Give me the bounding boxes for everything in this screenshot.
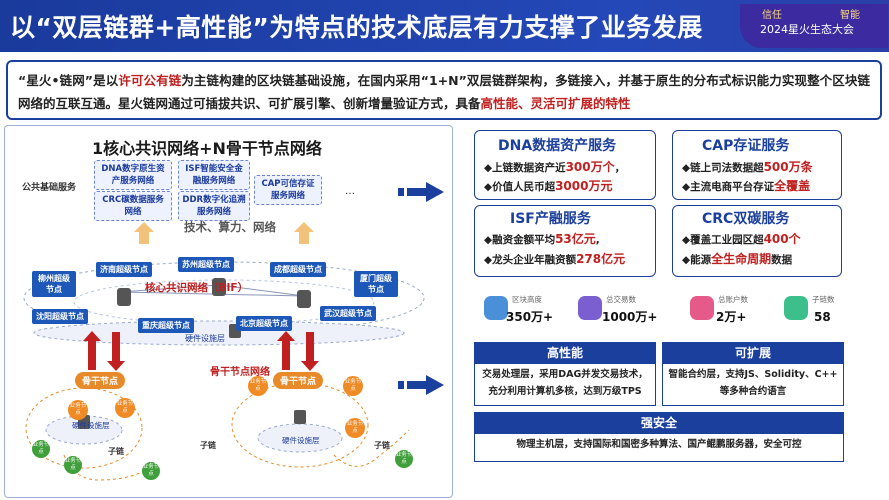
card-isf-title: ISF产融服务 xyxy=(510,211,591,227)
intro-box: “星火•链网”是以许可公有链为主链构建的区块链基础设施，在国内采用“1+N”双层… xyxy=(6,60,882,120)
card-isf xyxy=(474,205,656,277)
feature-security-line1: 物理主机层，支持国际和国密多种算法、国产鲲鹏服务器，安全可控 xyxy=(516,439,802,450)
card-dna-line2: ◆价值人民币超3000万元 xyxy=(484,179,613,193)
backbone-node-right: 骨干节点 xyxy=(273,372,324,389)
stat-value-subchain: 58 xyxy=(814,310,831,324)
backbone-network-label: 骨干节点网络 xyxy=(210,367,270,378)
subchain-icon xyxy=(784,296,808,320)
supernode-suzhou: 苏州超级节点 xyxy=(178,257,234,272)
subchain-business-node: 业务节点 xyxy=(64,456,82,474)
supernode-shenyang: 沈阳超级节点 xyxy=(32,309,88,324)
business-node: 业务节点 xyxy=(345,418,365,438)
card-cap-line2: ◆主流电商平台存证全覆盖 xyxy=(682,179,811,193)
up-arrow-icon xyxy=(134,222,154,232)
intro-highlight-2: 高性能、灵活可扩展的特性 xyxy=(480,96,631,111)
service-crc: CRC碳数据服务网络 xyxy=(94,191,172,221)
supernode-chongqing: 重庆超级节点 xyxy=(138,318,194,333)
red-up-arrow-icon xyxy=(277,331,295,370)
card-dna-title: DNA数据资产服务 xyxy=(498,138,617,154)
service-dna: DNA数字原生资产服务网络 xyxy=(94,160,172,190)
service-isf: ISF智能安全金融服务网络 xyxy=(178,160,250,190)
card-crc-line2: ◆能源全生命周期数据 xyxy=(682,252,793,266)
intro-text-2: 为主链构建的区块链基础设施，在国内采用“1+N”双层链群架构，多链接入，并基于原… xyxy=(18,73,870,111)
transaction-icon xyxy=(578,296,602,320)
stat-value-account: 2万+ xyxy=(716,310,747,324)
card-isf-line1: ◆融资金额平均53亿元, xyxy=(484,232,600,246)
card-crc-line1: ◆覆盖工业园区超400个 xyxy=(682,232,801,246)
feature-performance-line1: 交易处理层，采用DAG并发交易技术， xyxy=(482,369,648,380)
stat-label-block: 区块高度 xyxy=(512,295,542,304)
tech-compute-network-label: 技术、算力、网络 xyxy=(184,220,276,234)
intro-highlight-1: 许可公有链 xyxy=(118,73,182,88)
subchain-business-node: 业务节点 xyxy=(32,440,50,458)
red-up-arrow-icon xyxy=(83,331,101,370)
feature-performance-title: 高性能 xyxy=(474,342,656,364)
subchain-business-node: 业务节点 xyxy=(395,450,413,468)
conference-tag-intelligence: 智能 xyxy=(840,10,860,21)
conference-tag-trust: 信任 xyxy=(762,10,782,21)
hardware-layer-label-left: 硬件设施层 xyxy=(72,421,110,430)
stat-label-tx: 总交易数 xyxy=(606,295,636,304)
up-arrow-stem xyxy=(299,232,309,244)
supernode-beijing: 北京超级节点 xyxy=(236,316,292,331)
conference-name: 2024星火生态大会 xyxy=(760,23,854,36)
stat-label-account: 总账户数 xyxy=(718,295,748,304)
architecture-title: 1核心共识网络+N骨干节点网络 xyxy=(92,139,322,158)
up-arrow-icon xyxy=(294,222,314,232)
red-down-arrow-icon xyxy=(301,332,319,371)
card-cap xyxy=(672,130,842,200)
conference-badge: 信任 智能 2024星火生态大会 xyxy=(740,4,888,48)
subchain-label-left: 子链 xyxy=(108,447,124,456)
right-arrow-icon xyxy=(398,182,444,202)
supernode-xiamen: 厦门超级节点 xyxy=(354,271,398,297)
feature-performance-body: 交易处理层，采用DAG并发交易技术， 充分利用计算机多核，达到万级TPS xyxy=(474,364,656,406)
subchain-label-right: 子链 xyxy=(374,441,390,450)
red-down-arrow-icon xyxy=(107,332,125,371)
card-crc-title: CRC双碳服务 xyxy=(702,211,790,227)
business-node: 业务节点 xyxy=(343,376,363,396)
feature-security-body: 物理主机层，支持国际和国密多种算法、国产鲲鹏服务器，安全可控 xyxy=(474,434,844,462)
intro-text-1: “星火•链网”是以 xyxy=(18,73,119,88)
feature-extensible-line1: 智能合约层，支持JS、Solidity、C++ xyxy=(668,369,838,380)
stat-label-subchain: 子链数 xyxy=(812,295,835,304)
subchain-business-node: 业务节点 xyxy=(142,462,160,480)
card-dna xyxy=(474,130,656,200)
service-cap: CAP可信存证服务网络 xyxy=(254,175,322,205)
business-node: 业务节点 xyxy=(248,376,268,396)
public-services-label: 公共基础服务 xyxy=(22,183,77,193)
stat-value-tx: 1000万+ xyxy=(602,310,658,324)
feature-extensible-line2: 等多种合约语言 xyxy=(719,386,787,397)
supernode-chengdu: 成都超级节点 xyxy=(270,262,326,277)
backbone-node-left: 骨干节点 xyxy=(75,372,126,389)
hardware-layer-label-right: 硬件设施层 xyxy=(282,436,320,445)
card-cap-title: CAP存证服务 xyxy=(702,138,790,154)
stat-value-block: 350万+ xyxy=(506,310,554,324)
card-dna-line1: ◆上链数据资产近300万个， xyxy=(484,160,626,174)
page-title: 以“双层链群+高性能”为特点的技术底层有力支撑了业务发展 xyxy=(10,13,703,42)
feature-performance-line2: 充分利用计算机多核，达到万级TPS xyxy=(488,386,642,397)
supernode-jinan: 济南超级节点 xyxy=(96,262,152,277)
feature-security-title: 强安全 xyxy=(474,412,844,434)
hardware-layer-label: 硬件设施层 xyxy=(185,334,225,343)
block-icon xyxy=(484,296,508,320)
service-ddr: DDR数字化追溯服务网络 xyxy=(178,191,250,221)
up-arrow-stem xyxy=(139,232,149,244)
supernode-liuzhou: 柳州超级节点 xyxy=(32,271,76,297)
bif-label: 核心共识网络（BIF） xyxy=(145,282,249,294)
business-node: 业务节点 xyxy=(115,398,135,418)
card-isf-line2: ◆龙头企业年融资额278亿元 xyxy=(484,252,626,266)
feature-extensible-body: 智能合约层，支持JS、Solidity、C++ 等多种合约语言 xyxy=(662,364,844,406)
supernode-wuhan: 武汉超级节点 xyxy=(320,306,376,321)
account-icon xyxy=(690,296,714,320)
right-arrow-icon xyxy=(398,375,444,395)
card-crc xyxy=(672,205,842,277)
business-node: 业务节点 xyxy=(68,400,88,420)
subchain-label-mid: 子链 xyxy=(200,441,216,450)
services-more: … xyxy=(345,186,355,197)
card-cap-line1: ◆链上司法数据超500万条 xyxy=(682,160,813,174)
feature-extensible-title: 可扩展 xyxy=(662,342,844,364)
